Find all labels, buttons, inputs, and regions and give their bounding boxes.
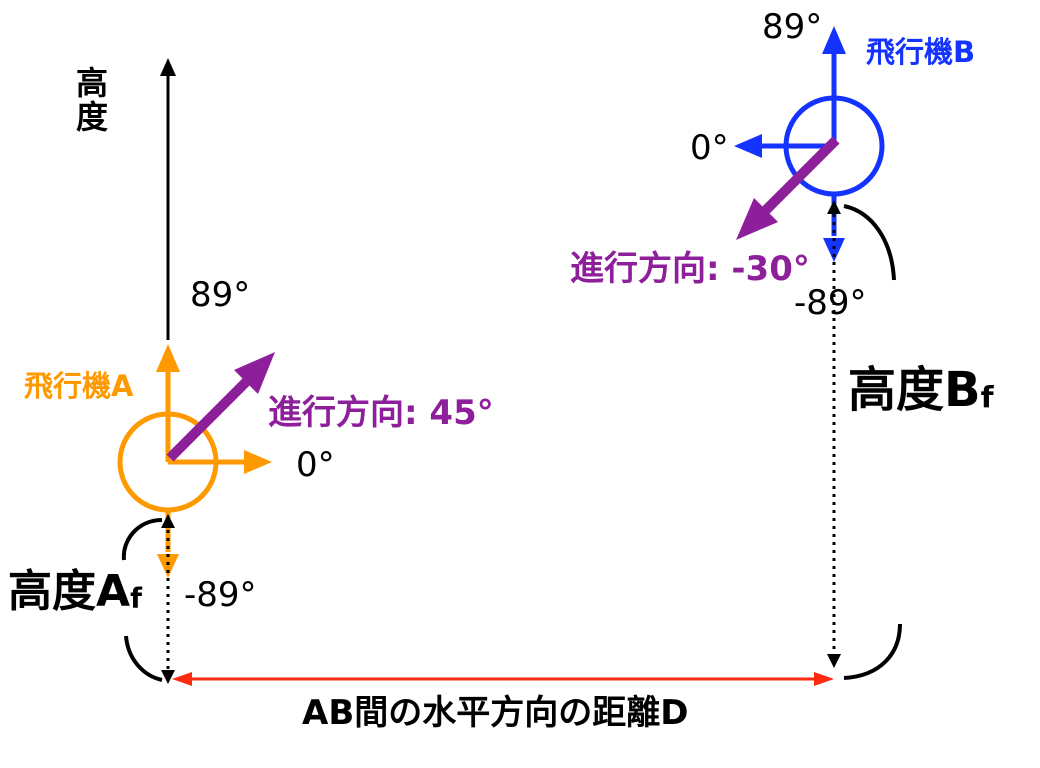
plane-a-altitude-label: 高度Af xyxy=(8,570,142,614)
altitude-axis-label: 高度 xyxy=(71,66,109,134)
plane-b-altitude-main: 高度B xyxy=(848,362,981,418)
plane-a-heading-arrowhead xyxy=(234,352,275,394)
plane-a-up-arrowhead xyxy=(156,344,180,372)
plane-a-altitude-bottom-arrowhead xyxy=(161,670,175,684)
plane-a-down-arrowhead xyxy=(157,554,179,578)
plane-a-heading-label: 進行方向: 45° xyxy=(268,393,494,433)
plane-a-altitude-top-arc xyxy=(121,518,163,561)
plane-b-heading-line xyxy=(754,136,840,222)
plane-b-name-label: 飛行機B xyxy=(866,35,976,69)
plane-a-right-arrowhead xyxy=(244,450,272,474)
plane-b-heading-arrowhead xyxy=(736,198,778,240)
distance-arrow-left-head xyxy=(172,672,192,686)
plane-a-altitude-bottom-arc xyxy=(124,635,163,682)
plane-b-angle-up-label: 89° xyxy=(762,7,823,47)
plane-b-left-arrowhead xyxy=(734,134,762,158)
distance-arrow-right-head xyxy=(814,672,834,686)
plane-b-angle-left-label: 0° xyxy=(690,128,729,168)
plane-b-heading-label: 進行方向: -30° xyxy=(570,249,810,289)
plane-b-altitude-sub: f xyxy=(980,380,994,416)
plane-b-altitude-bottom-arc xyxy=(843,623,902,680)
plane-a-angle-up-label: 89° xyxy=(190,275,251,315)
plane-a-altitude-main: 高度A xyxy=(8,566,131,617)
distance-label: AB間の水平方向の距離D xyxy=(302,693,689,733)
plane-b-altitude-label: 高度Bf xyxy=(848,366,994,414)
plane-b-up-arrowhead xyxy=(822,26,846,54)
plane-a-altitude-top-arrowhead xyxy=(161,514,175,528)
plane-a-altitude-sub: f xyxy=(130,583,142,615)
plane-b-down-arrowhead xyxy=(823,238,845,262)
plane-b-altitude-top-arrowhead xyxy=(827,200,841,214)
plane-b-altitude-top-arc xyxy=(843,204,896,281)
altitude-axis-arrowhead xyxy=(160,58,176,76)
plane-b-angle-down-label: -89° xyxy=(794,283,867,323)
plane-a-angle-right-label: 0° xyxy=(296,445,335,485)
plane-a-angle-down-label: -89° xyxy=(184,575,257,615)
plane-b-altitude-bottom-arrowhead xyxy=(827,654,841,668)
plane-a-heading-line xyxy=(166,370,258,462)
plane-a-name-label: 飛行機A xyxy=(24,369,134,403)
